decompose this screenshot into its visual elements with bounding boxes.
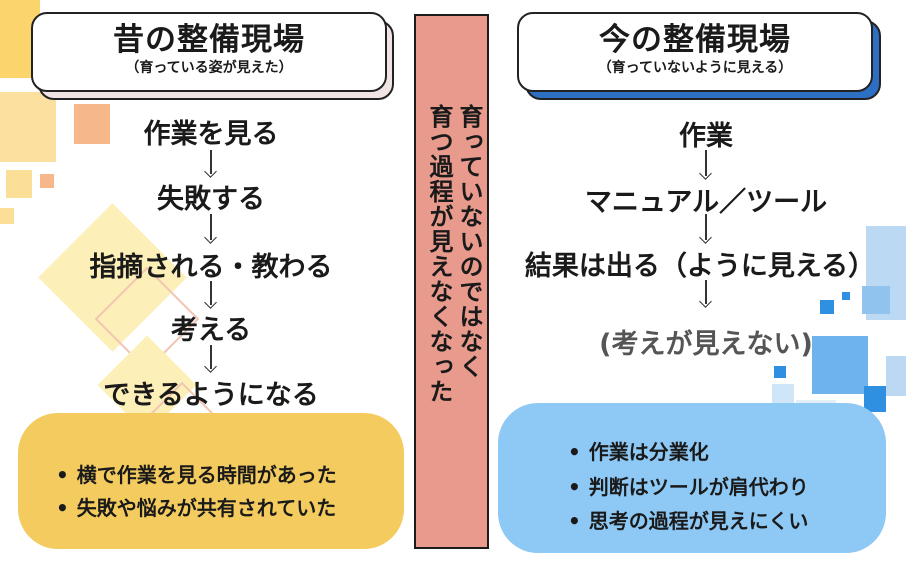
left-step-3: 指摘される・教わる [89, 252, 333, 283]
left-summary-item-1: •横で作業を見る時間があった [56, 463, 337, 487]
decor-square [0, 92, 56, 162]
decor-square [864, 386, 886, 412]
down-arrow-icon [204, 281, 218, 309]
right-summary-box [498, 403, 886, 553]
down-arrow-icon [204, 150, 218, 178]
left-step-5: できるようになる [103, 380, 319, 411]
down-arrow-icon [204, 345, 218, 373]
center-line-1: 育っていないのではなく [455, 104, 483, 379]
right-title: 今の整備現場 [599, 22, 791, 58]
decor-square [6, 170, 32, 198]
left-title-box: 昔の整備現場 （育っている姿が見えた） [31, 12, 387, 92]
right-step-2: マニュアル／ツール [584, 187, 828, 218]
down-arrow-icon [699, 280, 713, 308]
center-banner: 育っていないのではなく 育つ過程が見えなくなった [414, 14, 489, 549]
decor-square [772, 384, 794, 406]
right-step-1: 作業 [679, 121, 733, 152]
right-title-box: 今の整備現場 （育っていないように見える） [517, 12, 873, 92]
decor-square [40, 174, 54, 188]
left-step-2: 失敗する [157, 184, 265, 215]
decor-square [774, 366, 786, 378]
right-step-3: 結果は出る（ように見える） [524, 251, 876, 282]
left-subtitle: （育っている姿が見えた） [125, 60, 293, 76]
down-arrow-icon [699, 150, 713, 180]
left-step-4: 考える [170, 315, 252, 346]
right-summary-item-3: •思考の過程が見えにくい [568, 509, 809, 533]
decor-square [842, 292, 850, 300]
decor-square [74, 104, 110, 144]
right-note: (考えが見えない) [599, 329, 813, 360]
center-line-2: 育つ過程が見えなくなった [425, 104, 453, 404]
down-arrow-icon [204, 214, 218, 244]
decor-square [812, 336, 868, 394]
right-subtitle: （育っていないように見える） [597, 60, 793, 76]
right-summary-item-2: •判断はツールが肩代わり [568, 475, 809, 499]
left-summary-box [18, 413, 404, 549]
left-step-1: 作業を見る [143, 119, 279, 150]
right-summary-item-1: •作業は分業化 [568, 440, 709, 464]
left-title: 昔の整備現場 [113, 22, 305, 58]
decor-square [862, 286, 890, 314]
decor-square [0, 208, 14, 224]
decor-square [886, 356, 906, 396]
down-arrow-icon [699, 214, 713, 244]
left-summary-item-2: •失敗や悩みが共有されていた [56, 496, 337, 520]
decor-square [820, 300, 834, 314]
